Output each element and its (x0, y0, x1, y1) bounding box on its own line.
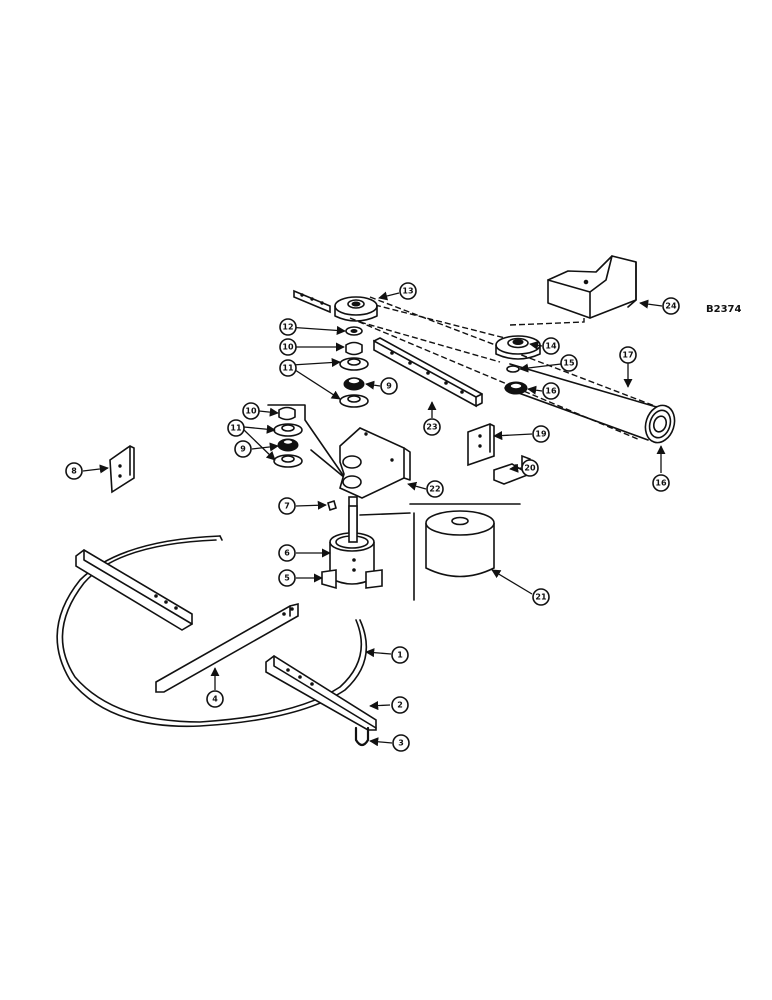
part-4-bar (155, 602, 299, 693)
callout-21: 21 (532, 588, 550, 606)
callout-24: 24 (662, 297, 680, 315)
svg-text:16: 16 (545, 387, 557, 396)
callout-14: 14 (542, 337, 560, 355)
callout-10-middle: 10 (242, 402, 260, 420)
callout-9-upper: 9 (380, 377, 398, 395)
strap-top-left (293, 289, 331, 314)
svg-text:6: 6 (284, 549, 290, 558)
svg-text:14: 14 (545, 342, 557, 351)
callout-11-middle: 11 (227, 419, 245, 437)
part-19-bracket (467, 423, 495, 467)
part-17-tube (504, 363, 676, 444)
figure-code: B2374 (706, 304, 741, 315)
svg-text:10: 10 (245, 407, 257, 416)
stack-leader-frame (267, 404, 346, 479)
callout-11-upper: 11 (279, 359, 297, 377)
svg-text:11: 11 (282, 364, 294, 373)
svg-text:12: 12 (282, 323, 293, 332)
callout-13: 13 (399, 282, 417, 300)
part-24-cover (547, 255, 637, 319)
callout-19: 19 (532, 425, 550, 443)
callout-2: 2 (391, 696, 409, 714)
svg-text:7: 7 (284, 502, 290, 511)
part-21-drum (425, 510, 495, 578)
svg-text:1: 1 (397, 651, 403, 660)
svg-text:8: 8 (71, 467, 77, 476)
middle-stack (273, 406, 303, 468)
callout-10-upper: 10 (279, 338, 297, 356)
callout-17: 17 (619, 346, 637, 364)
right-pulley-stack (495, 335, 541, 395)
svg-text:9: 9 (386, 382, 392, 391)
upper-stack (339, 326, 369, 408)
svg-text:3: 3 (398, 739, 404, 748)
callout-22: 22 (426, 480, 444, 498)
svg-text:23: 23 (426, 423, 437, 432)
belt-dashed (349, 296, 661, 441)
svg-text:17: 17 (622, 351, 633, 360)
callout-1: 1 (391, 646, 409, 664)
svg-text:21: 21 (535, 593, 547, 602)
callout-15: 15 (560, 354, 578, 372)
svg-text:13: 13 (402, 287, 413, 296)
svg-text:9: 9 (240, 445, 246, 454)
upper-left-bar (75, 549, 193, 631)
svg-text:19: 19 (535, 430, 547, 439)
part-8-bracket (109, 445, 135, 494)
callout-5: 5 (278, 569, 296, 587)
svg-text:11: 11 (230, 424, 242, 433)
stack-leader-frame-2 (310, 449, 346, 479)
svg-text:24: 24 (665, 302, 677, 311)
callout-4: 4 (206, 690, 224, 708)
callout-6: 6 (278, 544, 296, 562)
part-13-pulley (334, 296, 378, 322)
part-6-hub (321, 496, 383, 590)
callout-8: 8 (65, 462, 83, 480)
callout-23: 23 (423, 418, 441, 436)
svg-text:4: 4 (212, 695, 218, 704)
callout-18: 18 (655, 479, 667, 488)
callout-3: 3 (392, 734, 410, 752)
svg-text:20: 20 (524, 464, 536, 473)
callout-16-upper: 16 (542, 382, 560, 400)
callout-12: 12 (279, 318, 297, 336)
part-7-key (327, 499, 337, 512)
part-23-strap (373, 337, 483, 408)
callout-7: 7 (278, 497, 296, 515)
callout-9-middle: 9 (234, 440, 252, 458)
svg-text:22: 22 (429, 485, 440, 494)
callout-16-lower: 16 (652, 474, 670, 492)
part-22-plate (339, 427, 411, 499)
part-2-arm (265, 655, 377, 731)
svg-text:10: 10 (282, 343, 294, 352)
svg-text:15: 15 (563, 359, 575, 368)
part-3-ubolt (354, 726, 370, 747)
shaft-line-top (359, 512, 411, 516)
svg-text:2: 2 (397, 701, 403, 710)
callout-20: 20 (521, 459, 539, 477)
svg-text:5: 5 (284, 574, 290, 583)
svg-text:16: 16 (655, 479, 667, 488)
